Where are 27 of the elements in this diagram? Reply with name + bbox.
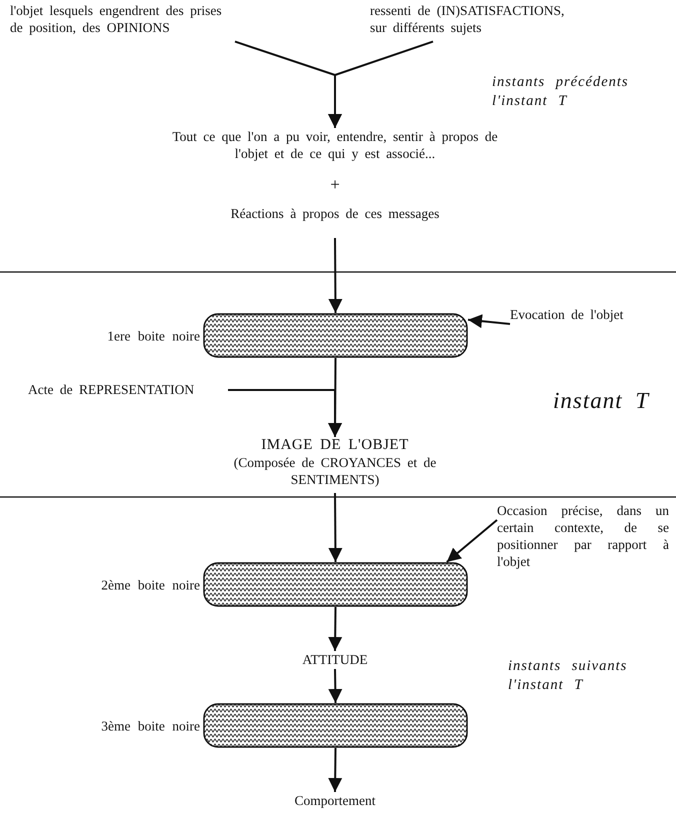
arrow [328, 606, 342, 652]
box-caption: 3ème boite noire [101, 717, 201, 734]
node-text: ressenti de (IN)SATISFACTIONS, sur différents sujets [370, 2, 566, 36]
arrow [468, 314, 510, 328]
node-text: Comportement [294, 792, 376, 809]
box-caption: 2ème boite noire [101, 576, 201, 593]
node-text: l'objet lesquels engendrent des prises de position, des OPINIONS [10, 2, 223, 36]
arrow [328, 493, 342, 562]
node-text: Occasion précise, dans un certain contexte, de se positionner par rapport à l'objet [497, 502, 669, 570]
arrow [446, 519, 498, 563]
phase-label: instants précédents l'instant T [492, 73, 630, 111]
phase-label: instant T [553, 391, 650, 410]
arrow [228, 389, 342, 437]
arrow [328, 748, 342, 792]
arrow [328, 668, 342, 704]
node-text: Evocation de l'objet [510, 306, 624, 323]
box-caption: 1ere boite noire [107, 327, 201, 344]
node-text: ATTITUDE [301, 651, 369, 668]
arrow [328, 40, 434, 128]
node-subtext: + [329, 176, 341, 193]
node-text: Tout ce que l'on a pu voir, entendre, sentir à propos de l'objet et de ce qui y est associé... [171, 128, 499, 162]
node-subtext: (Composée de CROYANCES et de SENTIMENTS) [232, 454, 438, 488]
node-text: IMAGE DE L'OBJET [260, 437, 410, 454]
arrow [328, 238, 342, 313]
phase-label: instants suivants l'instant T [508, 657, 628, 695]
node-subtext: Réactions à propos de ces messages [230, 205, 440, 222]
node-text: Acte de REPRESENTATION [28, 381, 196, 398]
